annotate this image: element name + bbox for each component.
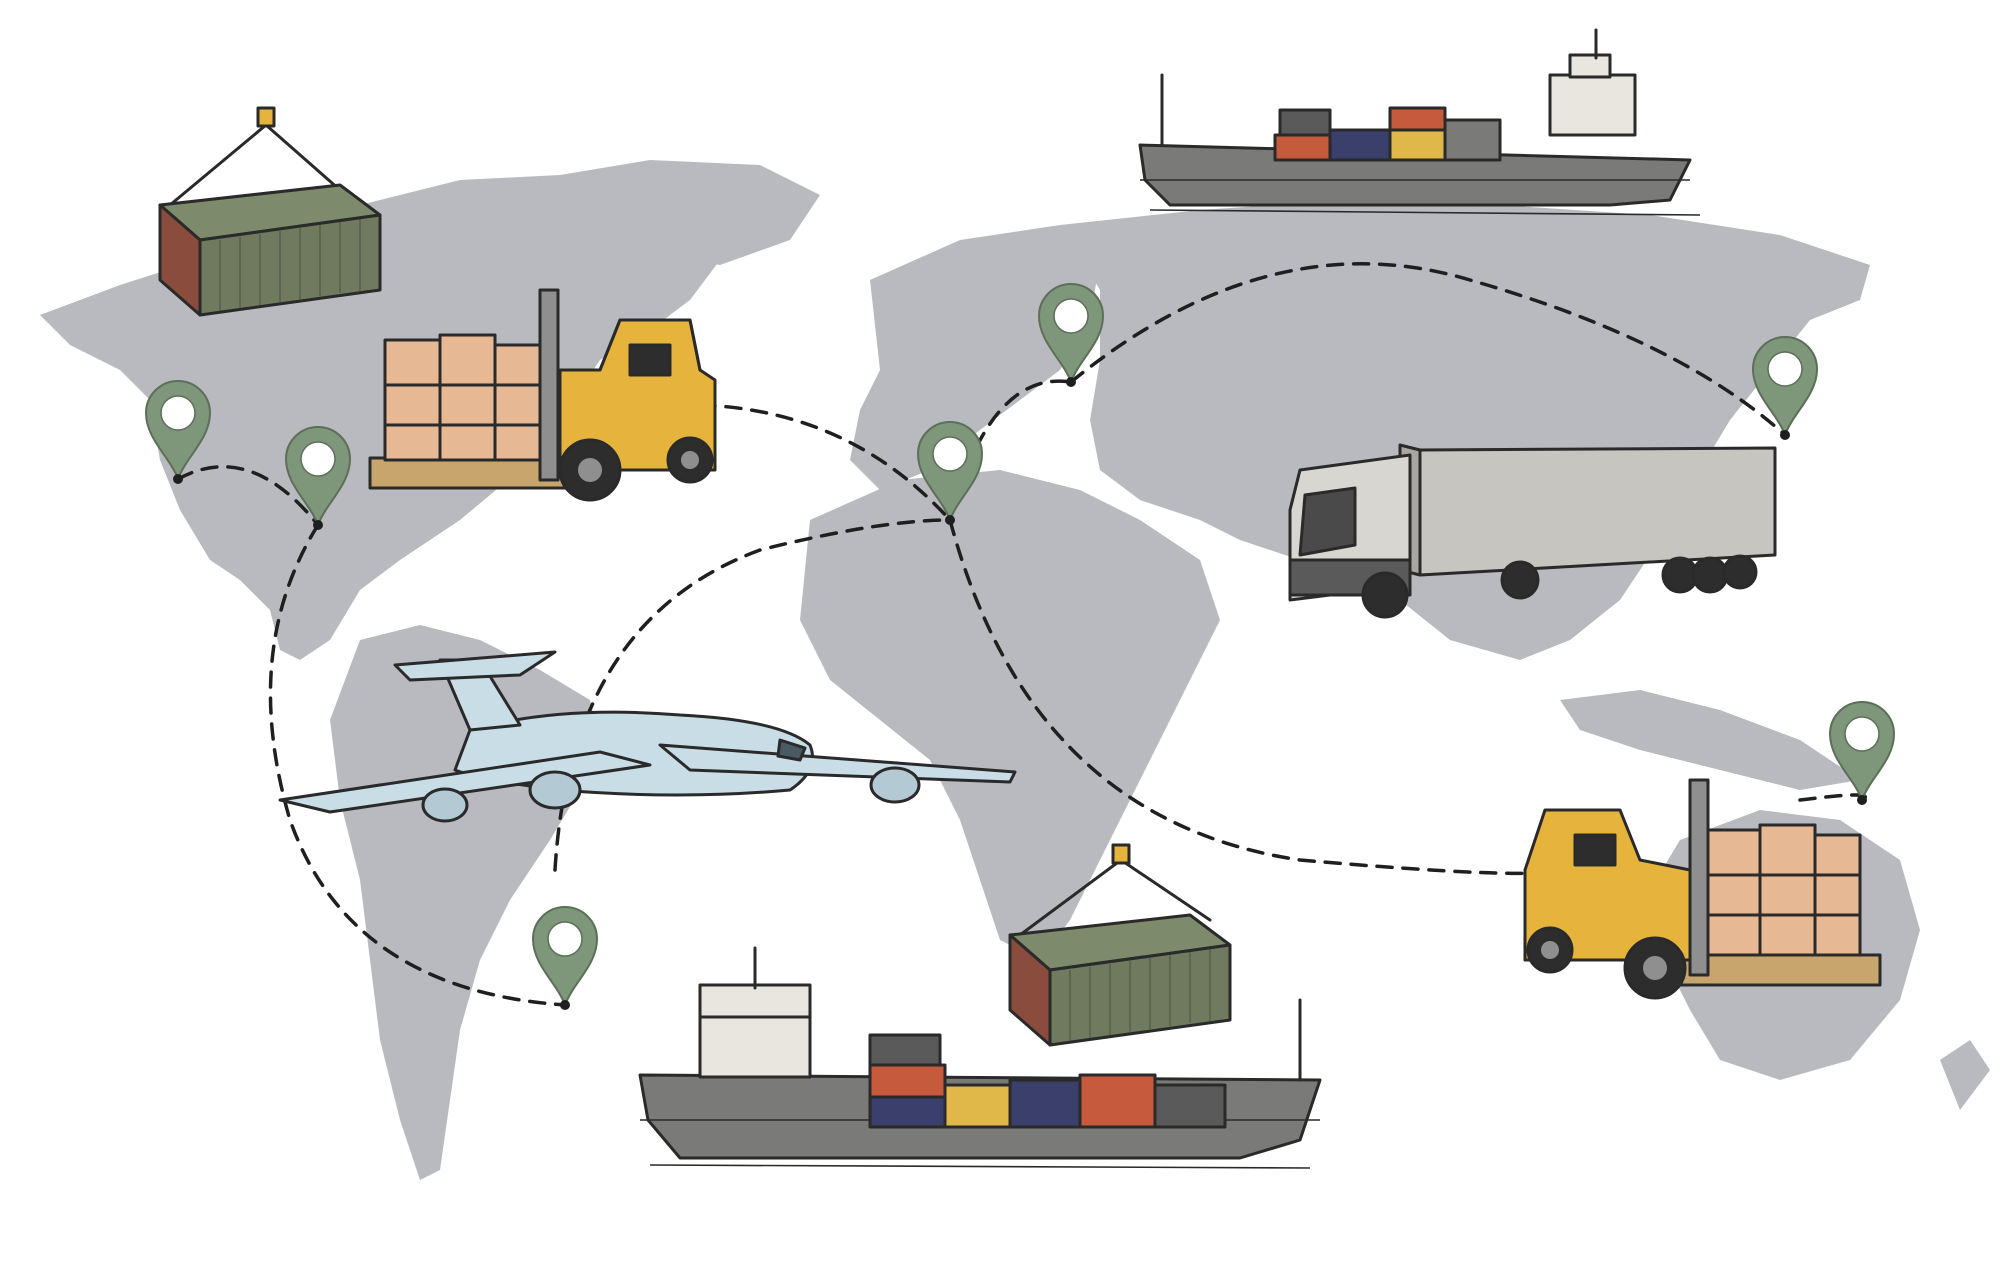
- asia-landmass: [1060, 200, 1870, 660]
- container-ship-illustration: [638, 946, 1322, 1169]
- new-zealand-landmass: [1940, 1040, 1990, 1110]
- greenland-landmass: [560, 160, 820, 265]
- forklift-illustration: [368, 288, 717, 502]
- route-east-coast-to-europe: [698, 403, 952, 522]
- hanging-container-illustration: [1008, 843, 1232, 1047]
- europe-landmass: [850, 225, 1100, 490]
- location-pin-icon: [532, 906, 598, 1011]
- hanging-container-illustration: [158, 106, 382, 317]
- cargo-plane-illustration: [278, 650, 1017, 823]
- route-europe-to-australia: [948, 518, 1562, 876]
- route-west-coast: [176, 465, 320, 527]
- route-russia-to-japan: [1069, 262, 1787, 437]
- container-ship-illustration: [1138, 28, 1701, 216]
- location-pin-icon: [1829, 701, 1895, 806]
- route-to-australia-pin: [1798, 793, 1868, 802]
- location-pin-icon: [1752, 336, 1818, 441]
- southeast-asia-islands: [1560, 690, 1860, 790]
- semi-truck-illustration: [1288, 443, 1777, 619]
- world-map: [40, 160, 1990, 1180]
- africa-landmass: [800, 470, 1220, 960]
- forklift-illustration: [1523, 778, 1882, 1000]
